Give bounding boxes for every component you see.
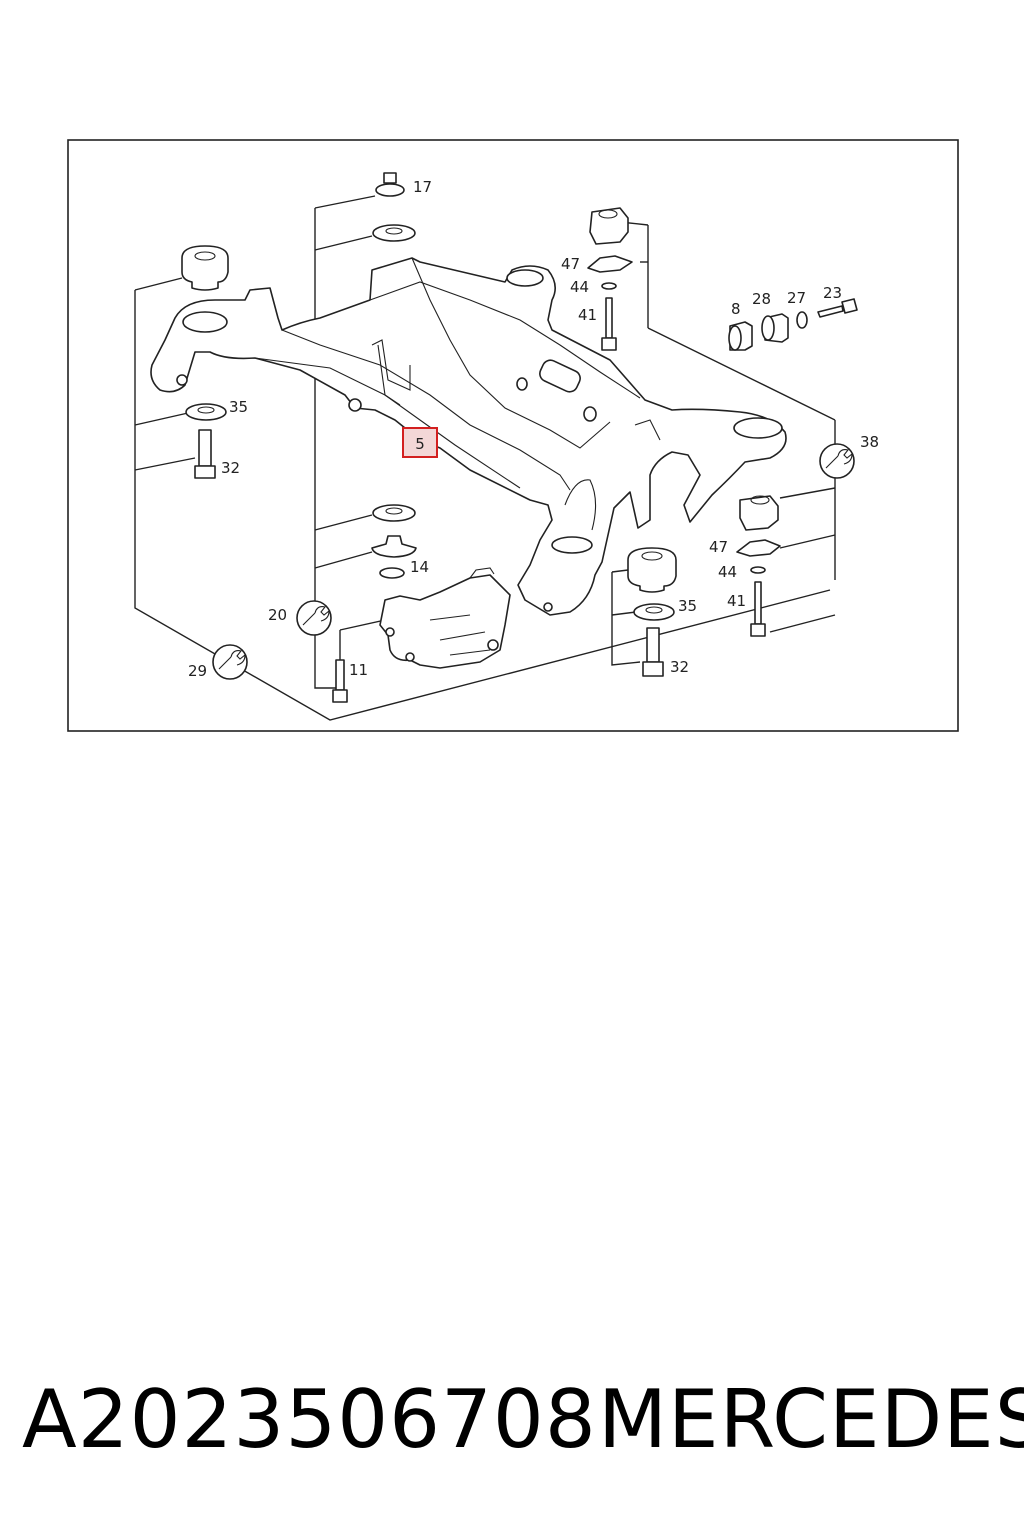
part-47-bracket-icon xyxy=(587,255,633,273)
label-29: 29 xyxy=(188,662,207,680)
part-47-bracket-right-icon xyxy=(736,539,781,557)
part-17-bolt-icon xyxy=(375,172,405,197)
part-32-bolt-icon xyxy=(194,429,216,479)
component-parts xyxy=(181,172,858,703)
part-8-bushing-icon xyxy=(728,321,753,351)
label-14: 14 xyxy=(410,558,429,576)
label-23: 23 xyxy=(823,284,842,302)
part-35-washer-icon xyxy=(185,403,227,421)
label-32-left: 32 xyxy=(221,459,240,477)
label-32-right: 32 xyxy=(670,658,689,676)
part-washer-middle-icon xyxy=(372,504,416,522)
label-44-right: 44 xyxy=(718,563,737,581)
part-labels: 17 47 44 41 8 28 27 23 35 32 38 14 20 29… xyxy=(188,178,879,680)
part-41-bolt-right-icon xyxy=(750,581,766,637)
label-35-right: 35 xyxy=(678,597,697,615)
label-47-top: 47 xyxy=(561,255,580,273)
part-27-washer-icon xyxy=(796,311,808,329)
label-27: 27 xyxy=(787,289,806,307)
label-28: 28 xyxy=(752,290,771,308)
part-mount-nut-right-icon xyxy=(739,495,779,531)
part-44-washer-right-icon xyxy=(750,566,766,574)
part-mount-nut-icon xyxy=(589,207,629,245)
label-41-top: 41 xyxy=(578,306,597,324)
exploded-parts-diagram: 5 17 47 44 41 8 28 27 23 35 32 38 14 20 … xyxy=(67,139,959,732)
label-41-right: 41 xyxy=(727,592,746,610)
part-23-bolt-icon xyxy=(817,298,858,318)
label-47-right: 47 xyxy=(709,538,728,556)
torque-wrench-20-icon xyxy=(296,600,332,636)
part-44-washer-icon xyxy=(601,282,617,290)
label-44-top: 44 xyxy=(570,278,589,296)
torque-wrench-29-icon xyxy=(212,644,248,680)
label-11: 11 xyxy=(349,661,368,679)
label-20: 20 xyxy=(268,606,287,624)
highlight-box[interactable] xyxy=(402,427,438,458)
label-35-left: 35 xyxy=(229,398,248,416)
part-14-cup-icon xyxy=(371,535,417,579)
label-38: 38 xyxy=(860,433,879,451)
part-washer-icon xyxy=(372,224,416,242)
highlight-label: 5 xyxy=(415,435,425,453)
part-11-bolt-icon xyxy=(332,659,348,703)
brand-name: MERCEDES xyxy=(598,1373,1024,1466)
part-41-bolt-icon xyxy=(601,297,617,351)
part-mount-bushing-icon xyxy=(181,245,229,291)
part-28-sleeve-icon xyxy=(761,313,789,343)
label-17: 17 xyxy=(413,178,432,196)
part-32-bolt-right-icon xyxy=(642,627,664,677)
differential-housing xyxy=(379,567,511,669)
torque-wrench-38-icon xyxy=(819,443,855,479)
rear-subframe xyxy=(150,257,787,616)
part-35-washer-right-icon xyxy=(633,603,675,621)
part-mount-bushing-right-icon xyxy=(627,547,677,593)
part-number: A2023506708 xyxy=(22,1373,597,1466)
label-8: 8 xyxy=(731,300,741,318)
